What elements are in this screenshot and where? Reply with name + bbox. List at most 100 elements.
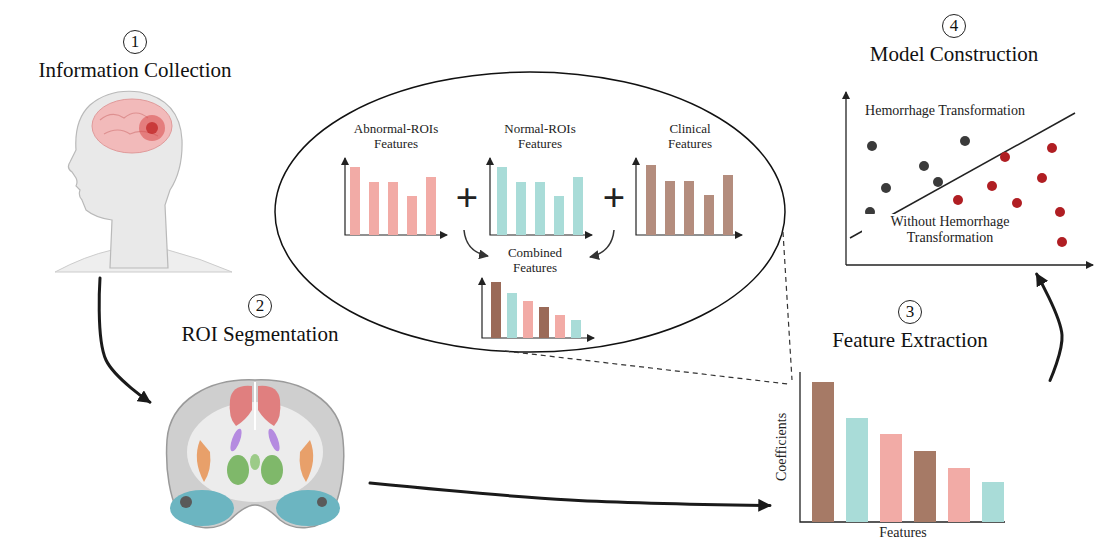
step-title: Model Construction (870, 41, 1039, 67)
brain-outline (167, 380, 344, 528)
head-silhouette (68, 91, 182, 268)
bar (571, 320, 581, 338)
plus-sign: + (456, 178, 479, 218)
step-number: 2 (248, 294, 272, 318)
bar (646, 165, 656, 235)
roi-teal (170, 490, 234, 526)
bar (684, 181, 694, 235)
step-panel: 1Information Collection (10, 28, 260, 278)
bar (369, 182, 379, 235)
step-number: 3 (898, 300, 922, 324)
normal-chart (490, 158, 592, 235)
chart-axes (490, 158, 592, 235)
dark-spot (180, 496, 192, 508)
lesion-glow (139, 115, 165, 141)
merge-arrow (590, 230, 614, 257)
step-number: 4 (942, 14, 966, 38)
class-label: Hemorrhage Transformation (862, 103, 1028, 119)
feature-ellipse (275, 72, 785, 352)
chart-title: Clinical Features (655, 122, 725, 152)
data-point (960, 136, 970, 146)
step-title: Feature Extraction (832, 327, 988, 353)
bar (555, 315, 565, 338)
roi-green (261, 455, 283, 485)
abnormal-chart (345, 158, 447, 235)
data-point (1000, 152, 1010, 162)
clinical-chart (636, 158, 742, 235)
bar (516, 182, 526, 235)
step-title: ROI Segmentation (182, 321, 339, 347)
bar (948, 468, 970, 522)
data-point (1055, 207, 1065, 217)
flow-arrow (99, 278, 150, 402)
bar (535, 182, 545, 235)
step-number: 1 (123, 30, 147, 54)
bar (523, 301, 533, 338)
classifier-plot (846, 92, 1093, 265)
step-title: Information Collection (38, 57, 231, 83)
step-panel: 3Feature Extraction (770, 298, 1050, 548)
midline (254, 382, 256, 430)
data-point (987, 181, 997, 191)
roi-pink (230, 386, 252, 426)
roi-orange (197, 440, 211, 482)
bar (426, 177, 436, 235)
bar (388, 182, 398, 235)
roi-pink (258, 386, 280, 426)
coefficient-chart (800, 372, 1005, 522)
axis-label: Features (879, 525, 926, 541)
roi-purple (266, 427, 282, 452)
data-point (1047, 143, 1057, 153)
bar (539, 307, 549, 338)
bar (846, 418, 868, 522)
data-point (919, 161, 929, 171)
plot-axis (846, 264, 1093, 265)
chart-title: Abnormal-ROIs Features (339, 122, 454, 152)
bar (507, 293, 517, 338)
bar (880, 434, 902, 522)
roi-orange (300, 440, 314, 482)
brain-section (167, 380, 344, 528)
chart-title: Normal-ROIs Features (485, 122, 595, 152)
plus-sign: + (603, 178, 626, 218)
flow-arrow (1037, 274, 1062, 381)
bar (723, 175, 733, 235)
chart-axes (482, 278, 594, 338)
bar (982, 482, 1004, 522)
bar (704, 195, 714, 235)
chart-title: Combined Features (495, 246, 575, 276)
data-point (1057, 237, 1067, 247)
data-point (933, 177, 943, 187)
roi-teal (276, 490, 340, 526)
data-point (953, 195, 963, 205)
chart-axes (636, 158, 742, 235)
brain-shape (92, 99, 172, 153)
flow-arrow (370, 483, 770, 505)
lesion-spot (146, 122, 158, 134)
bar (812, 382, 834, 522)
dark-spot (317, 497, 327, 507)
step-panel: 2ROI Segmentation (150, 292, 370, 537)
plot-axis (845, 92, 846, 265)
bar (665, 181, 675, 235)
data-point (867, 141, 877, 151)
dashed-leader (783, 232, 792, 380)
bar (407, 196, 417, 235)
head-illustration (55, 91, 232, 272)
roi-purple (228, 427, 244, 452)
dark-points (865, 136, 970, 217)
class-label: Without Hemorrhage Transformation (862, 214, 1038, 246)
axis-label: Coefficients (774, 413, 790, 481)
bar (497, 167, 507, 235)
data-point (1037, 173, 1047, 183)
bar (350, 167, 360, 235)
data-point (881, 183, 891, 193)
bar (573, 177, 583, 235)
chart-axes (345, 158, 447, 235)
chart-axes (800, 372, 1005, 522)
roi-green (227, 455, 249, 485)
data-point (1012, 198, 1022, 208)
merge-arrow (464, 230, 488, 256)
bar (491, 282, 501, 338)
